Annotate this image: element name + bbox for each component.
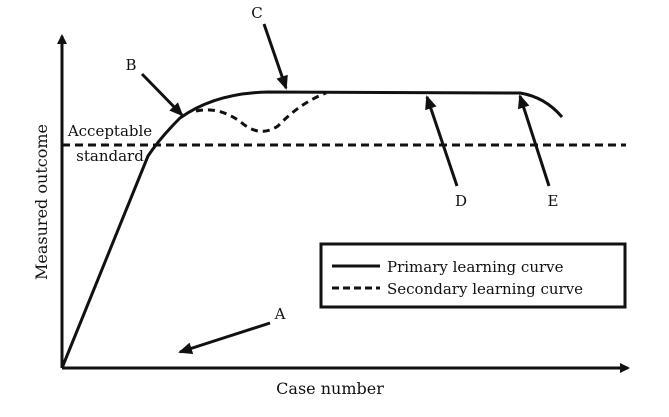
callout-c-label: C (251, 4, 262, 22)
callout-b-arrow (140, 72, 184, 117)
callout-d-arrow (425, 95, 459, 187)
legend-primary-label: Primary learning curve (387, 258, 564, 276)
legend-box (319, 242, 627, 309)
legend-secondary-label: Secondary learning curve (387, 280, 583, 298)
callout-e-label: E (548, 192, 559, 210)
callout-a-label: A (274, 305, 286, 323)
legend: Primary learning curve Secondary learnin… (319, 242, 627, 309)
callout-c-arrow (262, 23, 288, 90)
primary-learning-curve (60, 90, 564, 369)
acceptable-standard-label-line1: Acceptable (67, 122, 152, 140)
callout-a-arrow (178, 321, 271, 355)
callout-b-label: B (125, 56, 136, 74)
y-axis-label: Measured outcome (32, 124, 51, 280)
acceptable-standard-label-line2: standard (76, 147, 144, 165)
callout-d-label: D (455, 192, 467, 210)
x-axis-label: Case number (276, 379, 384, 398)
callout-e-arrow (517, 94, 551, 187)
